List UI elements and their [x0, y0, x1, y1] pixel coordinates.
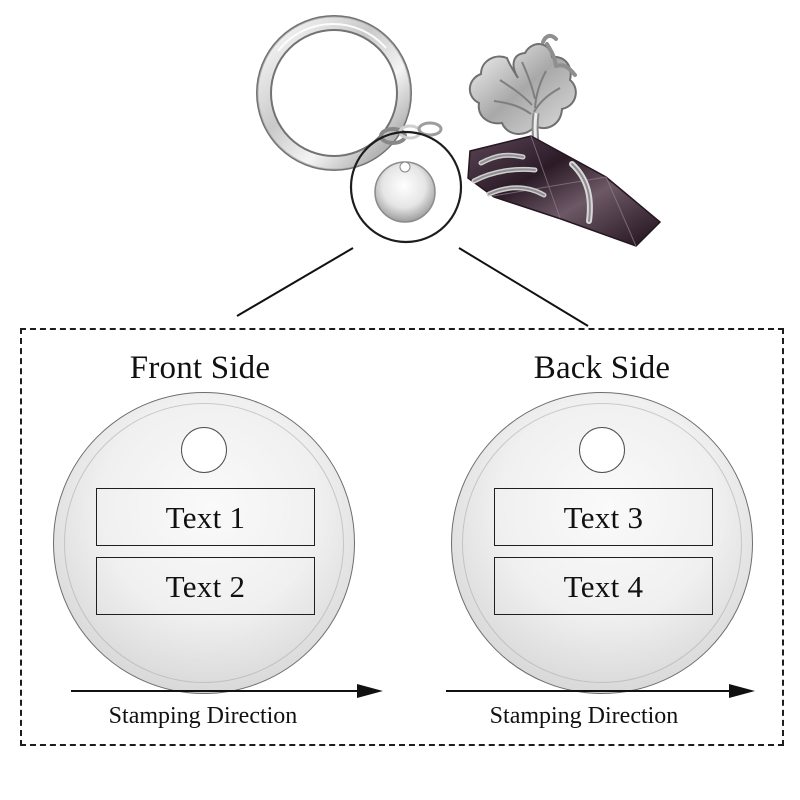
- back-tag: Text 3 Text 4: [451, 392, 753, 694]
- back-arrow-line: [446, 690, 732, 692]
- back-tag-hole: [579, 427, 625, 473]
- round-metal-tag-icon: [374, 161, 436, 223]
- front-tag: Text 1 Text 2: [53, 392, 355, 694]
- back-arrow-right-icon: [729, 684, 755, 698]
- front-side-title: Front Side: [129, 350, 271, 386]
- front-stamping-arrow: [71, 681, 383, 701]
- front-stamping-direction-label: Stamping Direction: [108, 703, 298, 729]
- purple-crystal-pendant-icon: [467, 135, 662, 247]
- split-key-ring-icon: [256, 15, 412, 171]
- stamping-guide-panel: [20, 328, 784, 746]
- back-stamping-arrow: [446, 681, 755, 701]
- keychain-product-illustration: [236, 15, 662, 327]
- back-text-box-3: Text 3: [494, 488, 713, 546]
- front-text-box-2: Text 2: [96, 557, 315, 615]
- front-tag-hole: [181, 427, 227, 473]
- back-stamping-direction-label: Stamping Direction: [489, 703, 679, 729]
- front-arrow-right-icon: [357, 684, 383, 698]
- back-text-box-4: Text 4: [494, 557, 713, 615]
- front-text-box-1: Text 1: [96, 488, 315, 546]
- back-side-title: Back Side: [533, 350, 671, 386]
- highlight-circle-icon: [349, 130, 463, 244]
- callout-lines: [236, 247, 589, 327]
- front-arrow-line: [71, 690, 361, 692]
